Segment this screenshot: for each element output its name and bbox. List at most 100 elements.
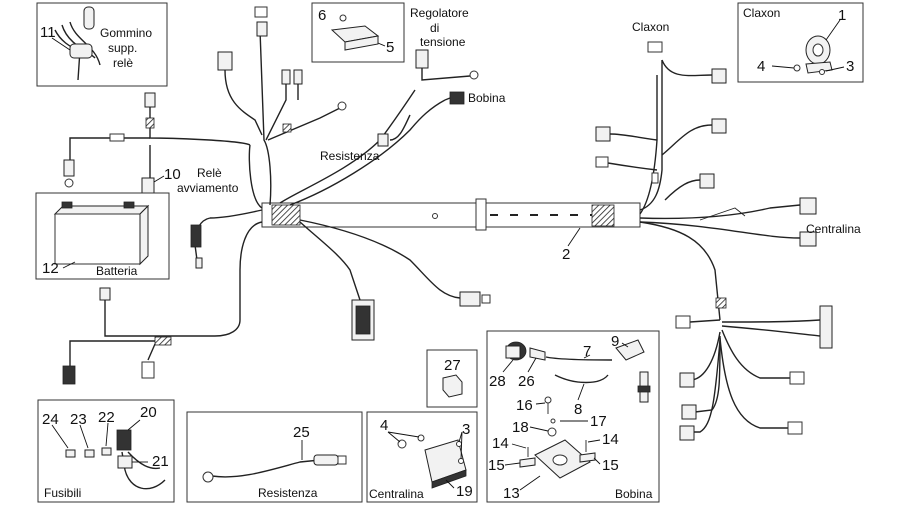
centralina-screw-2 [458, 458, 464, 464]
lead-23 [79, 424, 89, 449]
lead-2 [567, 227, 581, 247]
part-number-13: 13 [503, 485, 520, 502]
left-wires [170, 29, 461, 337]
cap-26 [529, 347, 546, 361]
part-number-6: 6 [318, 7, 326, 24]
bracket-13-hole [552, 454, 568, 466]
part-number-18: 18 [512, 419, 529, 436]
claxon-connector-right [711, 68, 727, 84]
top-connector [254, 6, 268, 18]
lead-3 [825, 66, 845, 72]
inset-fusibili: 24 23 22 20 21 Fusibili [37, 399, 175, 503]
part-number-16: 16 [516, 397, 533, 414]
lead-1 [825, 19, 841, 41]
clamp-15-right [579, 452, 596, 463]
side-connector [190, 224, 202, 248]
lead-22 [105, 422, 109, 447]
part-number-2: 2 [562, 246, 570, 263]
relay-connector [144, 92, 156, 108]
wire-conn-5 [607, 162, 658, 171]
wire-centralina-2 [639, 221, 801, 239]
wire-battery-plus [104, 300, 170, 337]
ring-terminal [63, 159, 75, 177]
label-resistenza-top: Resistenza [320, 149, 380, 163]
inset-batteria: 12 Batteria [35, 192, 170, 280]
part-number-15a: 15 [488, 457, 505, 474]
lead-14-left [511, 443, 527, 449]
lower-left-connector [62, 365, 76, 385]
harness-branch-down [639, 221, 721, 321]
resistenza-top-group [377, 49, 479, 147]
side-spade [195, 257, 203, 269]
wire-down-left [170, 221, 263, 337]
lower-right-branch [675, 297, 833, 441]
lead-5 [377, 42, 386, 47]
connector-3 [711, 118, 727, 134]
wire-lower-plug [147, 343, 156, 361]
label-claxon-box: Claxon [743, 6, 780, 20]
part-number-3b: 3 [462, 421, 470, 438]
wire-spades [265, 84, 299, 141]
regolatore-screw [339, 14, 347, 22]
lead-12 [62, 261, 76, 269]
wire-to-eyelet [267, 107, 341, 141]
centralina-branch [639, 197, 817, 247]
part-number-17: 17 [590, 413, 607, 430]
gommino-rubber [69, 43, 93, 59]
regolatore-connector [415, 49, 429, 69]
inset-resistenza: 25 Resistenza [186, 411, 363, 503]
fuse-23 [84, 449, 95, 458]
fuse-holder-21 [117, 455, 133, 469]
wire-tie [699, 207, 746, 221]
part-number-10: 10 [164, 166, 181, 183]
resistenza-eyelet [202, 471, 214, 483]
part-number-24: 24 [42, 411, 59, 428]
label-claxon-top: Claxon [632, 20, 669, 34]
wire-to-regulator [279, 89, 416, 204]
plug-cap-9 [615, 339, 645, 361]
lr-connector-2 [789, 371, 805, 385]
harness-branch-claxon-2 [639, 75, 658, 215]
part-number-28: 28 [489, 373, 506, 390]
small-tape [282, 123, 292, 133]
lr-connector-1 [675, 315, 691, 329]
lead-20 [127, 419, 141, 431]
lead-16 [535, 402, 546, 405]
wire-bobina-end [444, 97, 451, 101]
regolatore-side [344, 35, 379, 51]
part-number-1: 1 [838, 7, 846, 24]
label-fusibili: Fusibili [44, 486, 81, 500]
wire-to-connector [209, 209, 263, 219]
top-center-connectors [217, 6, 347, 141]
lead-26 [527, 357, 537, 373]
lr-connector-3 [679, 372, 695, 388]
part-number-7: 7 [583, 343, 591, 360]
resistor-connector-cap [481, 294, 491, 304]
wire-to-bobina [289, 99, 446, 206]
part-number-26: 26 [518, 373, 535, 390]
spade-connector-1 [281, 69, 291, 85]
wire-to-plug [299, 221, 361, 301]
part-number-27: 27 [444, 357, 461, 374]
inset-bobina: 28 26 7 8 9 16 17 18 14 14 15 15 13 Bobi… [486, 330, 660, 503]
label-batteria: Batteria [96, 264, 138, 278]
harness-clip [475, 198, 487, 231]
part-number-14a: 14 [492, 435, 509, 452]
regolatore-eyelet [469, 70, 479, 80]
cable-7 [545, 356, 613, 361]
battery-connector [99, 287, 111, 301]
part-number-4a: 4 [757, 58, 765, 75]
inset-gommino: 11 Gommino supp. relè [36, 2, 168, 87]
claxon-nut [793, 64, 801, 72]
lead-4 [771, 65, 795, 69]
wire-up-left [248, 144, 263, 209]
part-number-25: 25 [293, 424, 310, 441]
clamp-15-left [519, 457, 536, 468]
resistenza-cap [337, 455, 347, 465]
lead-14-right [587, 439, 601, 443]
top-connector-2 [256, 21, 268, 37]
battery-side [139, 204, 149, 266]
inset-27: 27 [426, 349, 478, 408]
